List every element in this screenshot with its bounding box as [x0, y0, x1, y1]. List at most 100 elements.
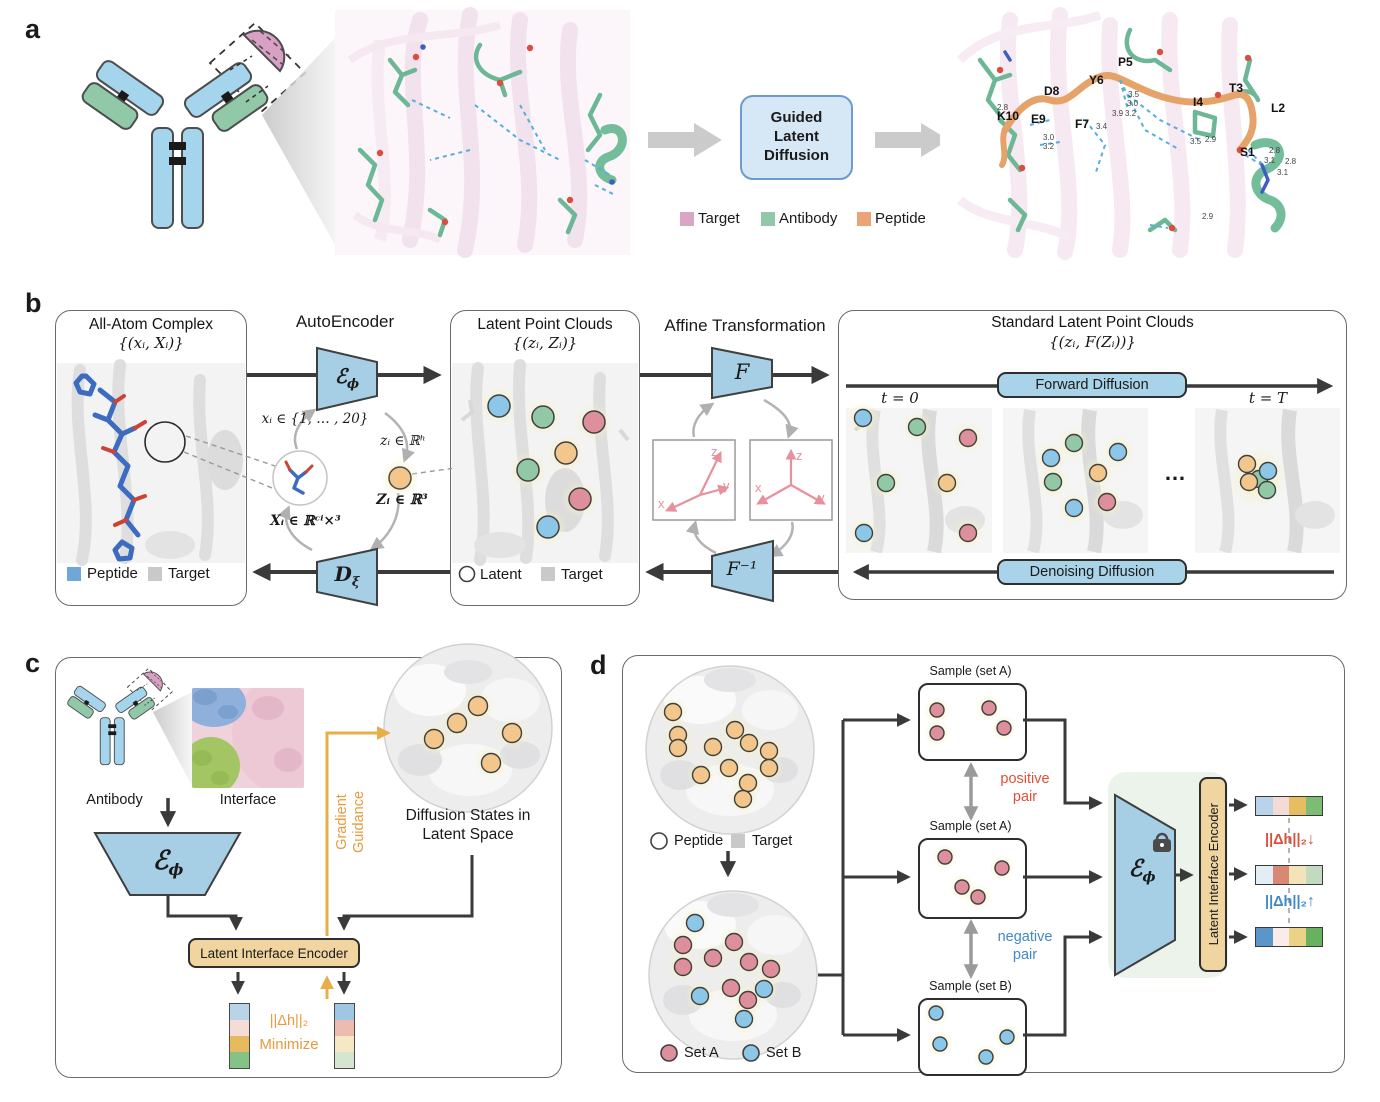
autoencoder-title: AutoEncoder [295, 312, 395, 331]
enc-glyph-d: ℰ [1128, 855, 1143, 882]
axis-y-1: y [723, 478, 730, 493]
antibody-label: Antibody [86, 792, 143, 808]
gradient-guidance-label: Gradient Guidance [334, 757, 370, 887]
axis-x-1: x [658, 496, 665, 511]
panel-label-d: d [590, 650, 607, 680]
residue-label: Y6 [1089, 73, 1104, 87]
axis-y-2: y [818, 490, 825, 505]
snapshot-mid-dots [1035, 427, 1134, 524]
residue-label: T3 [1229, 81, 1244, 95]
diffusion-states-line1: Diffusion States in [405, 807, 531, 824]
interface-image [192, 688, 304, 788]
residue-label: P5 [1118, 55, 1133, 69]
box2-formula: {(zᵢ, Zᵢ)} [512, 334, 578, 352]
axes-box-skewed [652, 439, 736, 521]
diffusion-row [846, 377, 1340, 581]
designed-complex-image [940, 7, 1380, 260]
gradient-guidance-arrow [325, 726, 391, 936]
dec-sub: ξ [351, 575, 360, 590]
gld-line1: Guided [770, 109, 823, 127]
box1-legend-peptide: Peptide [87, 565, 138, 582]
decoder-trapezoid [316, 547, 378, 607]
gld-line3: Diffusion [764, 146, 829, 164]
target-swatch [680, 212, 694, 226]
latent-cloud-image [452, 359, 638, 583]
peptide-latent-dots [663, 702, 779, 809]
target-legend-square-b2 [541, 567, 555, 581]
distance-label: 2.8 [1269, 146, 1281, 155]
decoder-symbol: Dξ [317, 562, 377, 590]
lie-vertical-label: Latent Interface Encoder [1205, 803, 1221, 946]
dec-glyph: D [334, 562, 352, 586]
residue-label: L2 [1271, 101, 1286, 115]
residue-label: I4 [1193, 95, 1204, 109]
snapshot-tT-dots [1228, 448, 1288, 508]
denoising-diffusion-pill: Denoising Diffusion [997, 559, 1187, 585]
zoom-wedge [262, 35, 338, 250]
math-Z: Zᵢ ∈ ℝ³ [376, 492, 428, 508]
flow-arrow-1 [648, 123, 722, 157]
legend-target: Target [698, 210, 740, 227]
latent-legend-circle [458, 565, 476, 583]
axis-z-1: z [711, 444, 718, 459]
math-x: xᵢ ∈ {1, … , 20} [261, 411, 369, 427]
panel-label-a: a [25, 14, 41, 44]
legend-target-d: Target [752, 833, 793, 849]
axis-z-2: z [796, 448, 803, 463]
f-inverse-label: F⁻¹ [726, 558, 758, 580]
encoder-symbol-d: ℰϕ [1114, 855, 1170, 886]
box1-legend-target: Target [168, 565, 210, 582]
positive-line1: positive [1000, 771, 1050, 787]
box3-title: Standard Latent Point Clouds [991, 314, 1194, 331]
math-z: zᵢ ∈ ℝʰ [380, 433, 426, 449]
latent-interface-encoder-d: Latent Interface Encoder [1199, 777, 1227, 972]
legend-set-a: Set A [684, 1045, 719, 1061]
legend-antibody: Antibody [779, 210, 838, 227]
residue-zoom-circle [144, 421, 186, 463]
box2-title: Latent Point Clouds [477, 316, 613, 333]
up-arrow-icon: ↑ [1306, 893, 1315, 910]
distance-label: 3.5 [1190, 137, 1202, 146]
dh-norm-label: ||Δh||₂ [269, 1013, 309, 1029]
diffusion-states-line2: Latent Space [422, 826, 514, 843]
negative-line2: pair [1012, 947, 1038, 964]
peptide-square-b1 [67, 567, 81, 581]
distance-label: 2.8 [1285, 157, 1297, 166]
axes-box-standard [749, 439, 833, 521]
encoder-symbol-c: ℰϕ [130, 846, 206, 879]
residue-label: F7 [1075, 117, 1090, 131]
box1-title: All-Atom Complex [88, 316, 214, 333]
enc-glyph: ℰ [334, 364, 347, 388]
guided-latent-diffusion-box: Guided Latent Diffusion [740, 95, 853, 180]
t0-label: t = 0 [881, 389, 919, 407]
peptide-swatch [857, 212, 871, 226]
dh-up-text: ||Δh||₂ [1265, 894, 1307, 910]
gld-line2: Latent [774, 128, 819, 146]
distance-label: 3.4 [1096, 122, 1108, 131]
legend-peptide: Peptide [875, 210, 926, 227]
distance-label: 3.9 [1112, 109, 1124, 118]
interface-label: Interface [219, 792, 277, 808]
distance-label: 3.5 [1128, 90, 1140, 99]
minimize-label: Minimize [259, 1036, 319, 1053]
box3-formula: {(zᵢ, F(Zᵢ))} [1049, 333, 1136, 351]
box1-formula: {(xᵢ, Xᵢ)} [118, 334, 184, 352]
enc-glyph-c: ℰ [152, 846, 169, 876]
negative-line1: negative [997, 929, 1053, 945]
encoder-trapezoid [316, 346, 378, 412]
legend-peptide-d: Peptide [674, 833, 724, 849]
antibody-swatch [761, 212, 775, 226]
distance-label: 3.1 [1264, 156, 1276, 165]
gradient-line1: Gradient [334, 794, 350, 850]
snapshot-t0-dots [847, 402, 984, 549]
distance-label: 2.9 [1205, 135, 1217, 144]
residue-label: D8 [1044, 84, 1060, 98]
tT-label: t = T [1248, 389, 1288, 407]
latent-interface-encoder-c: Latent Interface Encoder [188, 938, 360, 968]
distance-label: 3.2 [1125, 109, 1137, 118]
panel-label-c: c [25, 648, 41, 678]
residue-label: E9 [1031, 112, 1046, 126]
enc-sub-d: ϕ [1142, 869, 1156, 886]
sample-a2-label: Sample (set A) [929, 819, 1012, 833]
